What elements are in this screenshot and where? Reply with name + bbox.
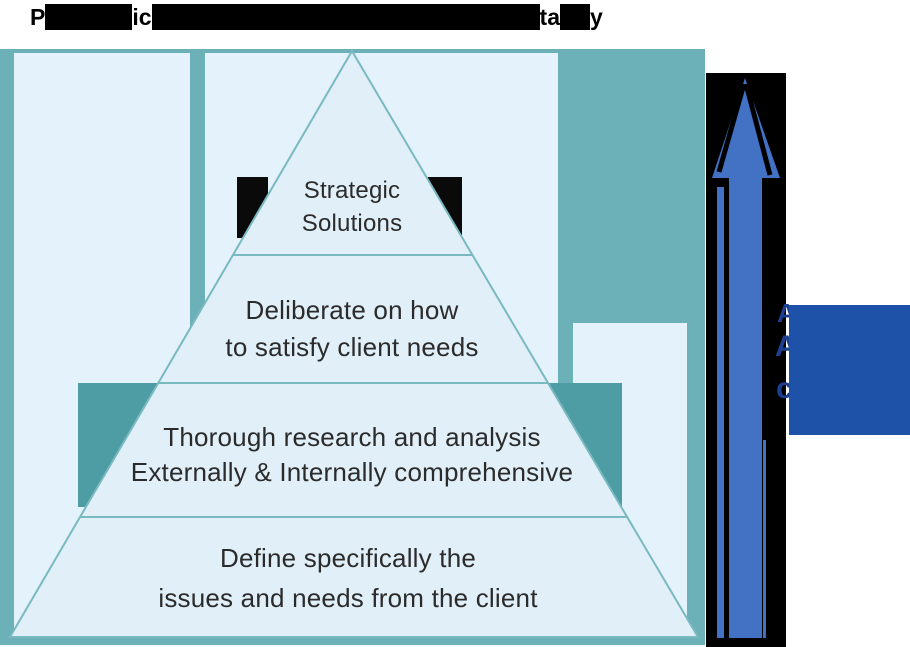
covered-text-fragment: c (776, 372, 793, 405)
level-2-line-2: to satisfy client needs (225, 332, 479, 362)
title-fragment: y (589, 4, 603, 30)
blue-cover-rectangle (789, 305, 910, 435)
level-3-line-2: Externally & Internally comprehensive (130, 457, 574, 487)
slide-title: P ic ta y (30, 2, 603, 32)
title-redaction-bar (45, 4, 133, 30)
pyramid-level-1-label: Strategic Solutions (202, 174, 502, 240)
level-3-line-1: Thorough research and analysis (163, 422, 541, 452)
arrow-redaction-column (706, 73, 786, 647)
level-4-line-2: issues and needs from the client (158, 583, 538, 613)
pyramid-level-4-label: Define specifically the issues and needs… (68, 538, 628, 618)
level-1-line-1: Strategic (303, 177, 401, 204)
title-fragment: ta (539, 4, 560, 30)
level-1-line-2: Solutions (301, 210, 403, 237)
title-fragment: P (30, 4, 46, 30)
pyramid-level-2-label: Deliberate on how to satisfy client need… (172, 292, 532, 366)
level-4-line-1: Define specifically the (219, 543, 477, 573)
title-redaction-bar (151, 4, 540, 30)
title-redaction-bar (559, 4, 590, 30)
level-2-line-1: Deliberate on how (245, 295, 459, 325)
title-fragment: ic (132, 4, 152, 30)
pyramid-level-3-label: Thorough research and analysis Externall… (92, 420, 612, 490)
